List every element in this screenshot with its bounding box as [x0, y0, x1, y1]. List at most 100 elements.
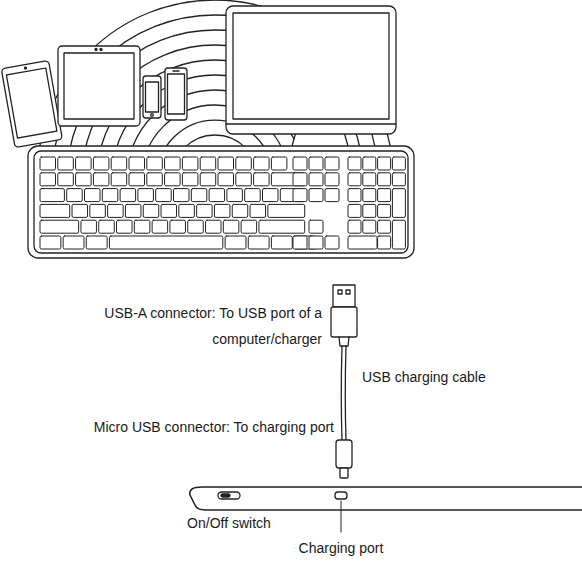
key: [93, 157, 109, 170]
key: [209, 189, 225, 202]
key: [152, 220, 168, 233]
key: [40, 204, 70, 217]
key: [197, 204, 213, 217]
key: [378, 189, 391, 202]
key: [156, 189, 172, 202]
key: [58, 173, 74, 186]
key: [363, 157, 376, 170]
key: [143, 204, 159, 217]
key: [40, 157, 56, 170]
cable-label: USB charging cable: [362, 364, 486, 390]
key: [200, 157, 216, 170]
key: [111, 173, 127, 186]
key: [232, 204, 248, 217]
key: [99, 220, 115, 233]
key: [309, 220, 323, 233]
key: [348, 236, 377, 249]
key: [206, 220, 222, 233]
key: [392, 189, 405, 218]
part-label: Charging port: [299, 535, 384, 561]
key: [120, 189, 136, 202]
key: [147, 157, 163, 170]
key: [227, 189, 243, 202]
key: [378, 157, 391, 170]
key: [378, 220, 391, 233]
key: [363, 220, 376, 233]
key: [129, 157, 145, 170]
key: [134, 220, 150, 233]
key: [268, 204, 305, 217]
key: [40, 220, 79, 233]
key: [378, 173, 391, 186]
key: [248, 236, 269, 249]
key: [348, 173, 361, 186]
key: [179, 204, 195, 217]
key: [263, 189, 279, 202]
key: [348, 189, 361, 202]
key: [293, 173, 307, 186]
key: [363, 204, 376, 217]
key: [58, 157, 74, 170]
key: [236, 173, 252, 186]
phones: [143, 68, 187, 120]
key: [348, 157, 361, 170]
key: [170, 220, 186, 233]
key: [93, 173, 109, 186]
key: [108, 204, 124, 217]
key: [250, 204, 265, 217]
key: [81, 220, 97, 233]
key: [293, 236, 307, 249]
key: [86, 236, 107, 249]
key: [109, 236, 222, 249]
key: [40, 236, 61, 249]
connector-label: Micro USB connector: To charging port: [94, 414, 334, 440]
tablet-tilted: [1, 60, 62, 147]
key: [174, 189, 190, 202]
key: [125, 204, 141, 217]
key: [325, 173, 339, 186]
key: [218, 173, 234, 186]
key: [392, 173, 405, 186]
key: [259, 220, 305, 233]
key: [254, 157, 270, 170]
key: [392, 220, 405, 249]
key: [245, 189, 261, 202]
key: [72, 204, 88, 217]
key: [76, 173, 92, 186]
key: [63, 236, 84, 249]
key: [325, 189, 339, 202]
key: [214, 204, 230, 217]
key: [76, 157, 92, 170]
key: [188, 220, 204, 233]
connector-label: USB-A connector: To USB port of a comput…: [72, 300, 322, 352]
key: [309, 157, 323, 170]
key: [85, 189, 101, 202]
keyboard: [28, 146, 414, 258]
key: [254, 173, 270, 186]
key: [165, 173, 181, 186]
key: [348, 220, 361, 233]
key: [40, 189, 64, 202]
key: [293, 189, 307, 202]
key: [117, 220, 133, 233]
key: [348, 204, 361, 217]
key: [236, 157, 252, 170]
key: [223, 220, 239, 233]
key: [165, 157, 181, 170]
key: [309, 189, 323, 202]
key: [147, 173, 163, 186]
key: [309, 173, 323, 186]
key: [161, 204, 177, 217]
key: [129, 173, 145, 186]
key: [271, 157, 287, 170]
key: [378, 236, 391, 249]
key: [191, 189, 207, 202]
leader-line: [341, 501, 342, 532]
key: [241, 220, 257, 233]
key: [325, 236, 339, 249]
key: [138, 189, 154, 202]
key: [392, 157, 405, 170]
key: [271, 236, 292, 249]
